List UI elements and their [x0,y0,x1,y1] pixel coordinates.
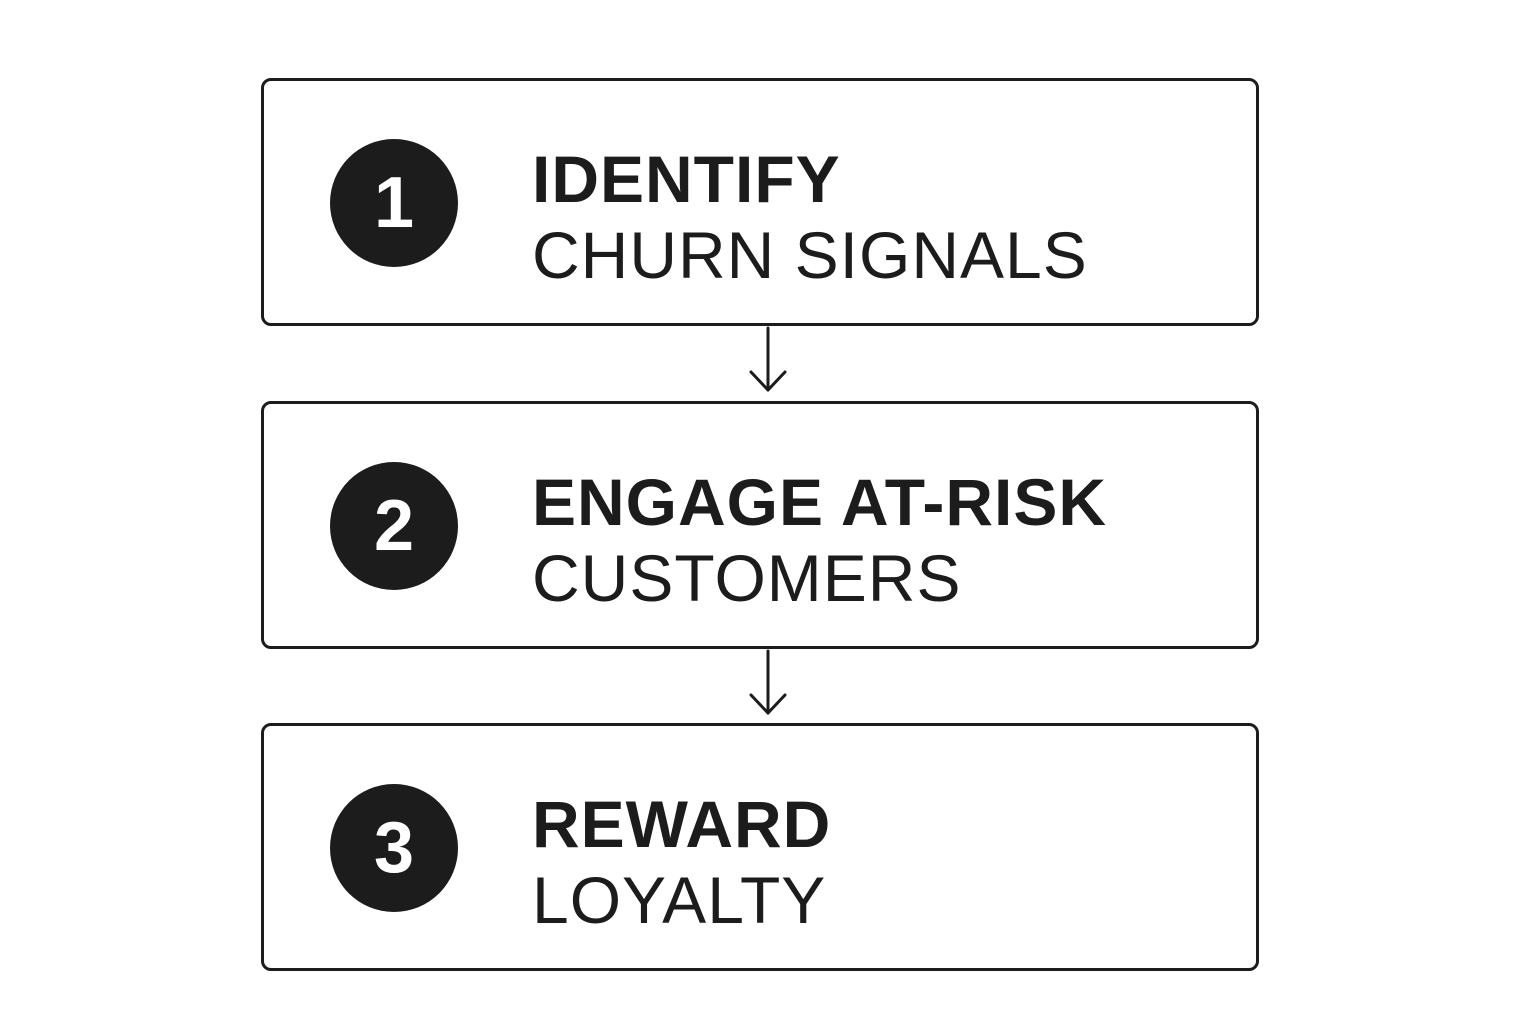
down-arrow-icon [749,326,787,392]
step-number-badge-3: 3 [330,784,458,912]
step-number-2: 2 [373,486,415,566]
step-number-3: 3 [373,808,415,888]
down-arrow-icon [749,649,787,715]
step-subtitle-1: CHURN SIGNALS [532,218,1088,292]
step-label-2: ENGAGE AT-RISK CUSTOMERS [532,464,1232,616]
step-number-1: 1 [373,163,415,243]
step-subtitle-2: CUSTOMERS [532,541,962,615]
step-box-2: 2 ENGAGE AT-RISK CUSTOMERS [261,401,1259,649]
step-box-1: 1 IDENTIFY CHURN SIGNALS [261,78,1259,326]
step-box-3: 3 REWARD LOYALTY [261,723,1259,971]
step-label-3: REWARD LOYALTY [532,786,1232,938]
step-number-badge-2: 2 [330,462,458,590]
step-title-2: ENGAGE AT-RISK [532,465,1108,539]
step-subtitle-3: LOYALTY [532,863,827,937]
step-title-3: REWARD [532,787,832,861]
step-title-1: IDENTIFY [532,142,841,216]
step-number-badge-1: 1 [330,139,458,267]
step-label-1: IDENTIFY CHURN SIGNALS [532,141,1232,293]
